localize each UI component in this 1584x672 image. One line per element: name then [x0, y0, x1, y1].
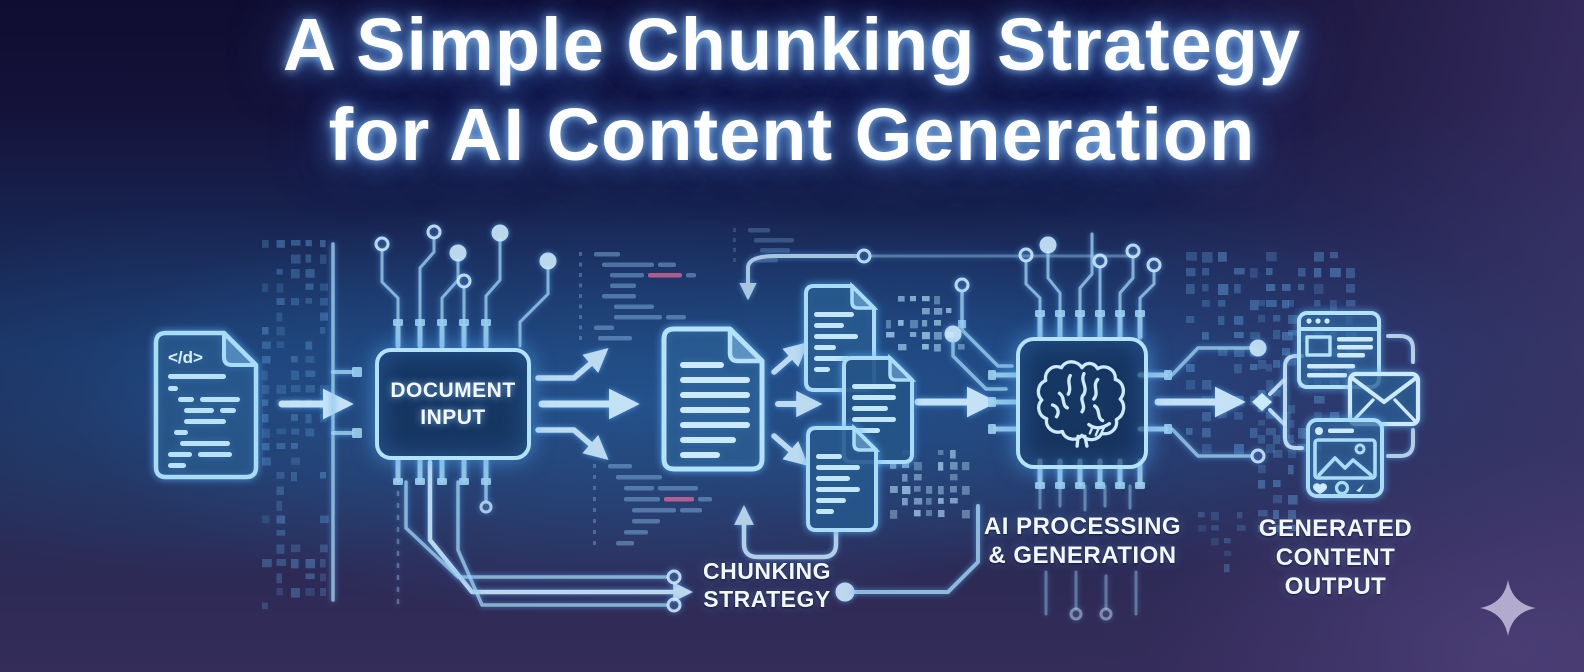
document-input-label-line1: DOCUMENT — [390, 379, 516, 402]
sun — [1354, 443, 1366, 455]
chunking-label-line2: STRATEGY — [703, 586, 831, 612]
chunk-lines — [814, 312, 858, 372]
page-title: A Simple Chunking Strategy for AI Conten… — [0, 0, 1584, 180]
ai-label-line1: AI PROCESSING — [983, 513, 1182, 540]
chunk-lines — [816, 454, 860, 514]
browser-text-lines — [1307, 337, 1373, 378]
username-bar — [1328, 428, 1354, 433]
post-image — [1313, 438, 1377, 480]
generated-output-label: GENERATED CONTENT OUTPUT — [1228, 514, 1443, 601]
comment-icon — [1334, 480, 1350, 496]
chunking-strategy-label: CHUNKING STRATEGY — [692, 557, 842, 613]
browser-hero-image — [1305, 335, 1332, 357]
brain-stem — [1075, 434, 1089, 448]
code-lines — [168, 374, 240, 468]
share-icon — [1356, 484, 1364, 492]
title-line-2: for AI Content Generation — [328, 93, 1256, 176]
brain-outline — [1036, 360, 1126, 442]
chunking-label-line1: CHUNKING — [703, 558, 831, 584]
document-input-box: DOCUMENT INPUT — [375, 348, 531, 460]
ai-chip — [1016, 337, 1148, 469]
social-post-icon — [1306, 418, 1384, 498]
title-line-1: A Simple Chunking Strategy — [282, 3, 1302, 86]
mountains — [1317, 456, 1373, 477]
sparkle-icon — [1480, 580, 1536, 636]
chunk-document-icon-bottom — [806, 424, 881, 532]
heart-icon — [1313, 483, 1327, 494]
code-document-icon: </d> — [153, 330, 259, 480]
output-label-line1: GENERATED — [1258, 515, 1413, 542]
document-icon — [661, 326, 765, 472]
code-tag-text: </d> — [168, 348, 203, 367]
document-input-label-line2: INPUT — [420, 406, 486, 429]
ai-label-line2: & GENERATION — [988, 542, 1177, 569]
cerebellum-hatch — [1088, 425, 1106, 437]
avatar — [1315, 427, 1323, 435]
brain-icon — [1036, 360, 1126, 448]
envelope-icon — [1347, 371, 1421, 427]
text-lines — [680, 362, 750, 458]
ai-processing-label: AI PROCESSING & GENERATION — [975, 512, 1190, 570]
browser-icon — [1297, 311, 1381, 389]
document-outline — [153, 330, 259, 480]
folded-corner — [222, 331, 258, 367]
envelope-body — [1347, 371, 1421, 427]
chunk-lines — [852, 384, 896, 433]
output-label-line2: CONTENT OUTPUT — [1275, 544, 1396, 600]
folded-corner — [727, 326, 765, 364]
envelope-flap — [1349, 375, 1419, 405]
browser-dots — [1306, 318, 1330, 324]
